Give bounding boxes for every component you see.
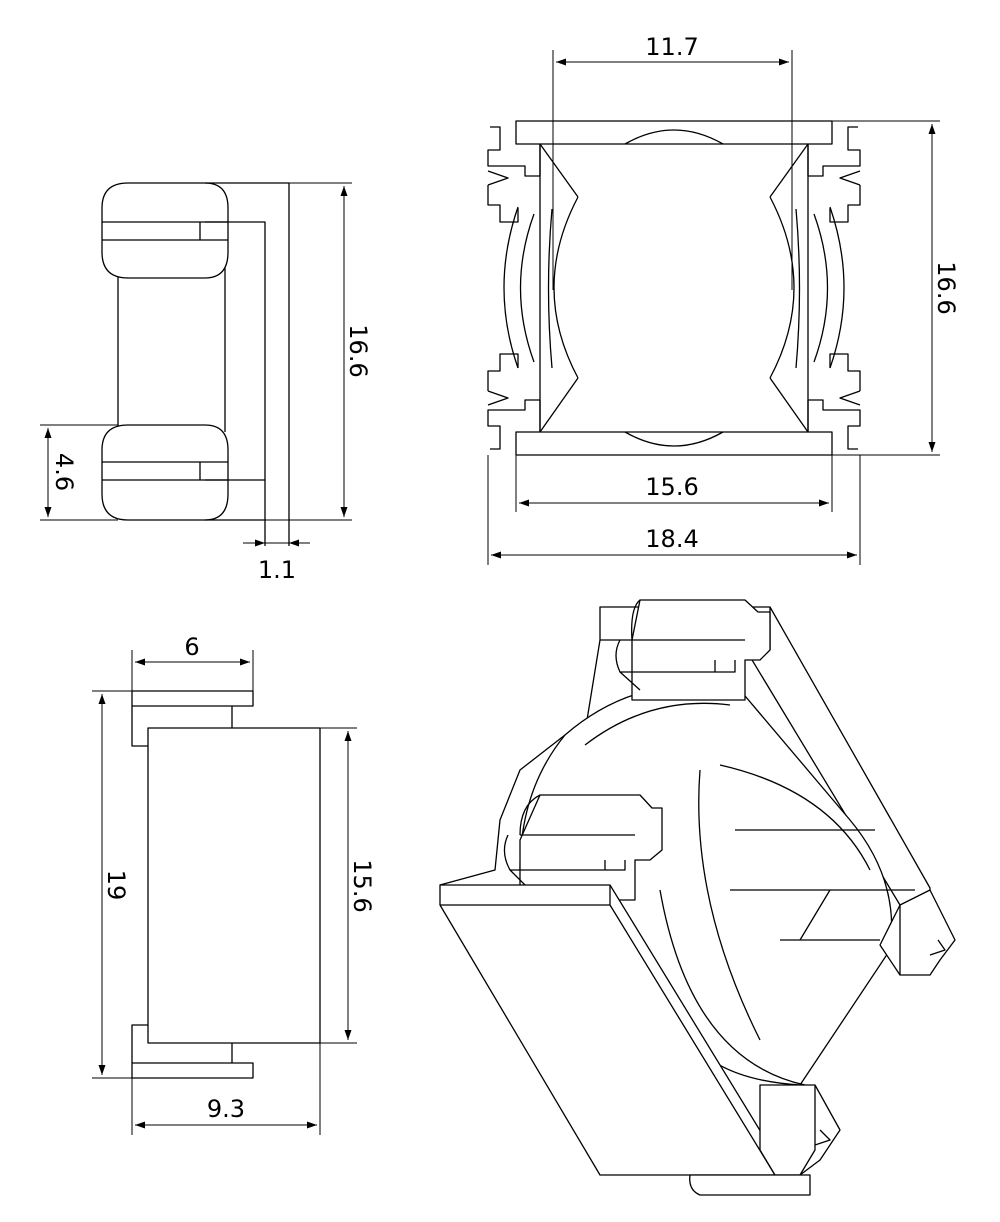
- side-view: 16.6 4.6 1.1: [40, 183, 372, 584]
- side-view-top-cap: [102, 183, 228, 278]
- iso-bottom-foot: [690, 1175, 810, 1195]
- dim-top-inner-width: 11.7: [645, 33, 698, 61]
- dim-front-total-height: 19: [102, 870, 130, 901]
- top-view-bottom-rail: [516, 432, 832, 455]
- dim-top-base-width: 15.6: [645, 473, 698, 501]
- iso-right-pin-lower: [760, 1085, 840, 1175]
- dim-side-wall: 1.1: [258, 556, 296, 584]
- top-view-window: [625, 130, 723, 446]
- dim-front-bottom-width: 9.3: [207, 1095, 245, 1123]
- top-view-right-clip: [814, 207, 844, 368]
- iso-right-pin-upper: [880, 890, 955, 975]
- front-view-body: [148, 728, 320, 1043]
- top-view: 11.7 16.6 15.6 18.4: [488, 33, 960, 565]
- front-view-bottom-flange: [132, 1063, 253, 1078]
- dim-side-height: 16.6: [344, 324, 372, 377]
- iso-upper-pin: [632, 600, 770, 700]
- side-view-pin: [205, 222, 265, 546]
- isometric-view: [440, 600, 955, 1195]
- dim-side-cap-height: 4.6: [50, 453, 78, 491]
- front-view: 6 19 15.6 9.3: [92, 633, 376, 1135]
- dim-front-body-height: 15.6: [348, 859, 376, 912]
- dim-front-top-width: 6: [184, 633, 199, 661]
- top-view-left-clip: [504, 207, 534, 368]
- dim-top-total-width: 18.4: [645, 525, 698, 553]
- dim-top-height: 16.6: [932, 261, 960, 314]
- top-view-top-rail: [516, 121, 832, 144]
- side-view-bottom-cap: [102, 425, 228, 520]
- front-view-top-flange: [132, 691, 253, 706]
